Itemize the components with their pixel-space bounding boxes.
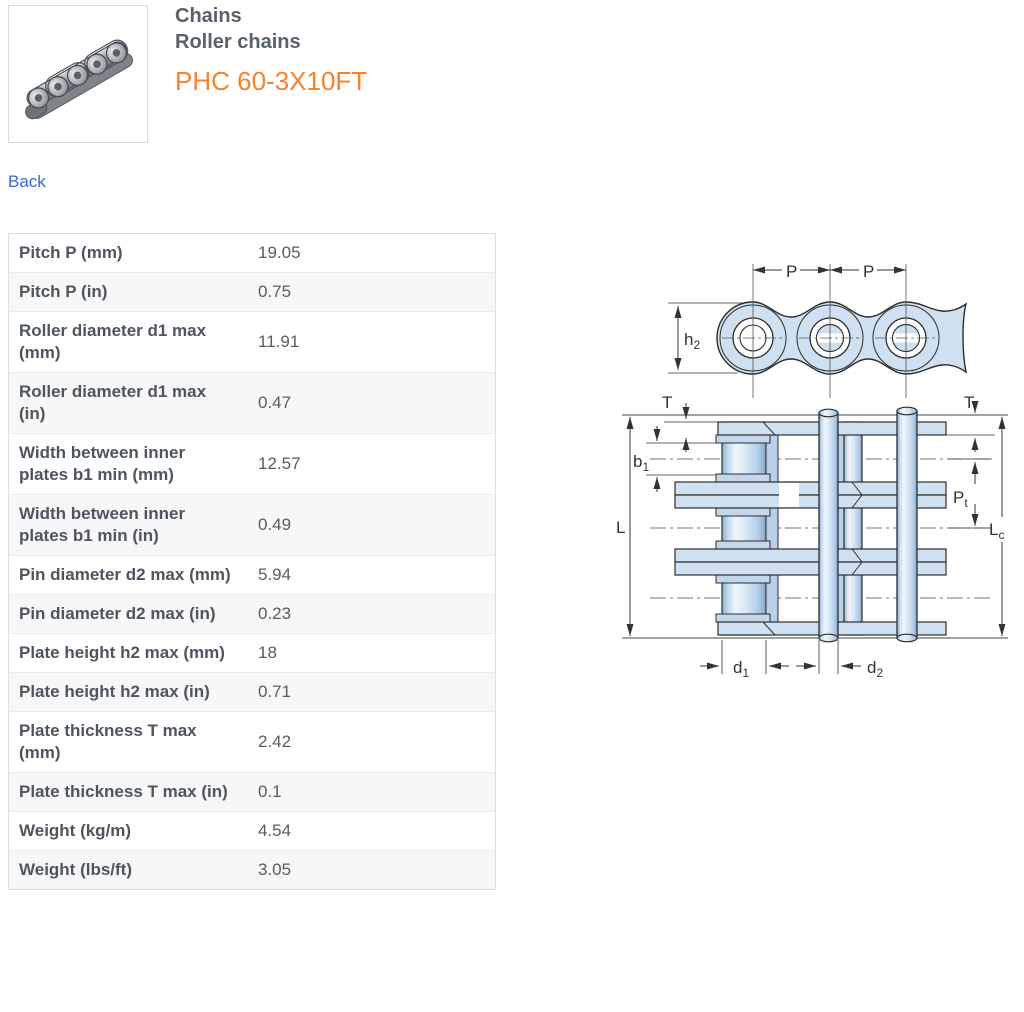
spec-label: Weight (lbs/ft) (8, 850, 244, 890)
centerlines (722, 264, 937, 398)
dim-label-inner-width: b1 (633, 452, 649, 474)
spec-row: Roller diameter d1 max (mm)11.91 (8, 311, 496, 373)
spec-value: 0.1 (244, 772, 496, 812)
spec-row: Pin diameter d2 max (in)0.23 (8, 594, 496, 634)
dim-label-pitch-1: P (786, 262, 797, 281)
dim-label-pin-diameter: d2 (867, 658, 883, 680)
cross-section-view: L T b1 T Pt Lc d1 d2 (616, 393, 1008, 680)
spec-row: Weight (lbs/ft)3.05 (8, 850, 496, 890)
spec-value: 4.54 (244, 811, 496, 851)
dim-label-pin-length: L (616, 518, 625, 537)
product-code: PHC 60-3X10FT (175, 66, 368, 96)
spec-value: 2.42 (244, 711, 496, 773)
spec-row: Plate thickness T max (in)0.1 (8, 772, 496, 812)
spec-label: Pitch P (in) (8, 272, 244, 312)
dim-label-transverse-pitch: Pt (953, 488, 968, 510)
plate-gap (779, 483, 799, 507)
dim-label-roller-diameter: d1 (733, 658, 749, 680)
spec-row: Plate height h2 max (in)0.71 (8, 672, 496, 712)
plate-height-dimension (668, 302, 746, 374)
chain-pin (896, 406, 918, 643)
spec-value: 19.05 (258, 243, 301, 262)
spec-value: 0.23 (244, 594, 496, 634)
back-link[interactable]: Back (8, 172, 46, 191)
spec-label: Plate height h2 max (mm) (8, 633, 244, 673)
link-plates (674, 421, 947, 636)
spec-label: Roller diameter d1 max (in) (8, 372, 244, 434)
side-view: P P h2 (668, 261, 968, 398)
dim-label-pitch-2: P (863, 262, 874, 281)
inner-plate-edge (765, 424, 779, 633)
spec-label: Pitch P (mm) (19, 243, 123, 262)
spec-label: Plate thickness T max (in) (8, 772, 244, 812)
spec-value: 0.49 (244, 494, 496, 556)
spec-label: Plate height h2 max (in) (8, 672, 244, 712)
spec-value: 0.75 (244, 272, 496, 312)
spec-row: Plate height h2 max (mm)18 (8, 633, 496, 673)
subcategory-title: Roller chains (175, 31, 301, 53)
spec-row: Roller diameter d1 max (in)0.47 (8, 372, 496, 434)
dim-label-thickness-right: T (964, 393, 974, 412)
category-title: Chains (175, 5, 242, 27)
roller-cylinder (721, 421, 767, 636)
spec-value: 3.05 (244, 850, 496, 890)
chain-pin (818, 408, 839, 643)
spec-value: 0.47 (244, 372, 496, 434)
spec-label: Weight (kg/m) (8, 811, 244, 851)
roller-chain-photo-icon (25, 39, 133, 120)
dim-label-plate-height: h2 (684, 330, 700, 352)
spec-row: Pitch P (in)0.75 (8, 272, 496, 312)
spec-row: Width between inner plates b1 min (in)0.… (8, 494, 496, 556)
spec-label: Pin diameter d2 max (in) (8, 594, 244, 634)
technical-diagram: P P h2 (610, 230, 1024, 690)
spec-value: 12.57 (244, 433, 496, 495)
spec-value: 11.91 (244, 311, 496, 373)
inner-plate-edge (837, 424, 845, 633)
dimension-lines (626, 401, 1006, 674)
spec-row: Pitch P (mm) 19.05 (9, 234, 496, 273)
spec-label: Plate thickness T max (mm) (8, 711, 244, 773)
dim-label-thickness-left: T (662, 393, 672, 412)
spec-value: 18 (244, 633, 496, 673)
spec-row: Width between inner plates b1 min (mm)12… (8, 433, 496, 495)
spec-row: Pin diameter d2 max (mm)5.94 (8, 555, 496, 595)
spec-label: Width between inner plates b1 min (in) (8, 494, 244, 556)
dim-label-pin-length-conn: Lc (989, 520, 1004, 542)
bushing-cylinder (843, 421, 863, 636)
product-thumbnail (8, 5, 148, 143)
spec-label: Pin diameter d2 max (mm) (8, 555, 244, 595)
spec-value: 5.94 (244, 555, 496, 595)
spec-row: Plate thickness T max (mm)2.42 (8, 711, 496, 773)
break-marks (762, 421, 863, 636)
spec-label: Width between inner plates b1 min (mm) (8, 433, 244, 495)
spec-row: Weight (kg/m)4.54 (8, 811, 496, 851)
spec-label: Roller diameter d1 max (mm) (8, 311, 244, 373)
spec-value: 0.71 (244, 672, 496, 712)
